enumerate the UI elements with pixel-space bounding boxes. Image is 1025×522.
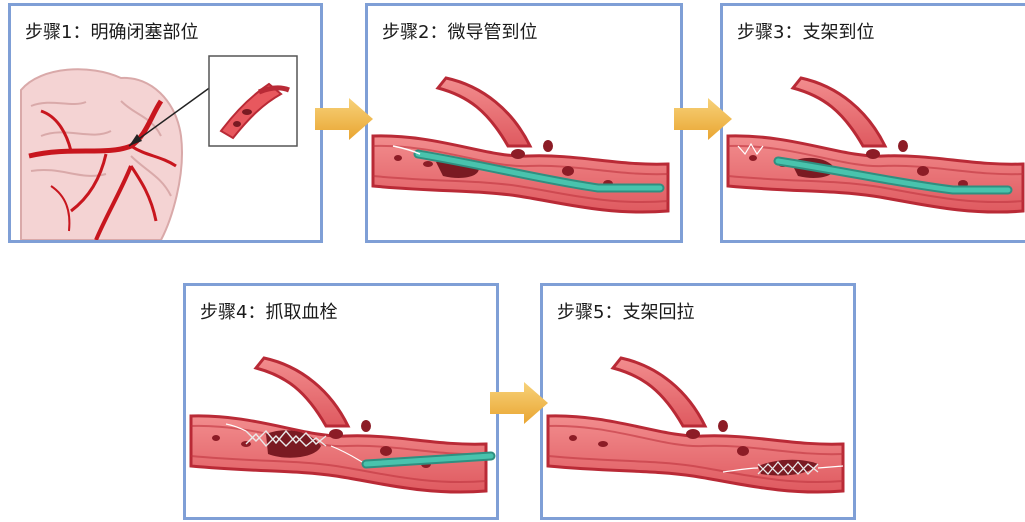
flow-arrow-icon — [313, 96, 375, 142]
brain-illustration — [11, 6, 320, 240]
flow-arrow-icon — [488, 380, 550, 426]
vessel-thrombus-capture-illustration — [186, 286, 496, 517]
vessel-microcatheter-illustration — [368, 6, 680, 240]
vessel-stent-illustration — [723, 6, 1025, 240]
step-3-panel: 步骤3：支架到位 — [720, 3, 1025, 243]
step-2-panel: 步骤2：微导管到位 — [365, 3, 683, 243]
step-5-panel: 步骤5：支架回拉 — [540, 283, 856, 520]
step-1-panel: 步骤1：明确闭塞部位 — [8, 3, 323, 243]
step-4-panel: 步骤4：抓取血栓 — [183, 283, 499, 520]
vessel-stent-withdrawal-illustration — [543, 286, 853, 517]
flow-arrow-icon — [672, 96, 734, 142]
